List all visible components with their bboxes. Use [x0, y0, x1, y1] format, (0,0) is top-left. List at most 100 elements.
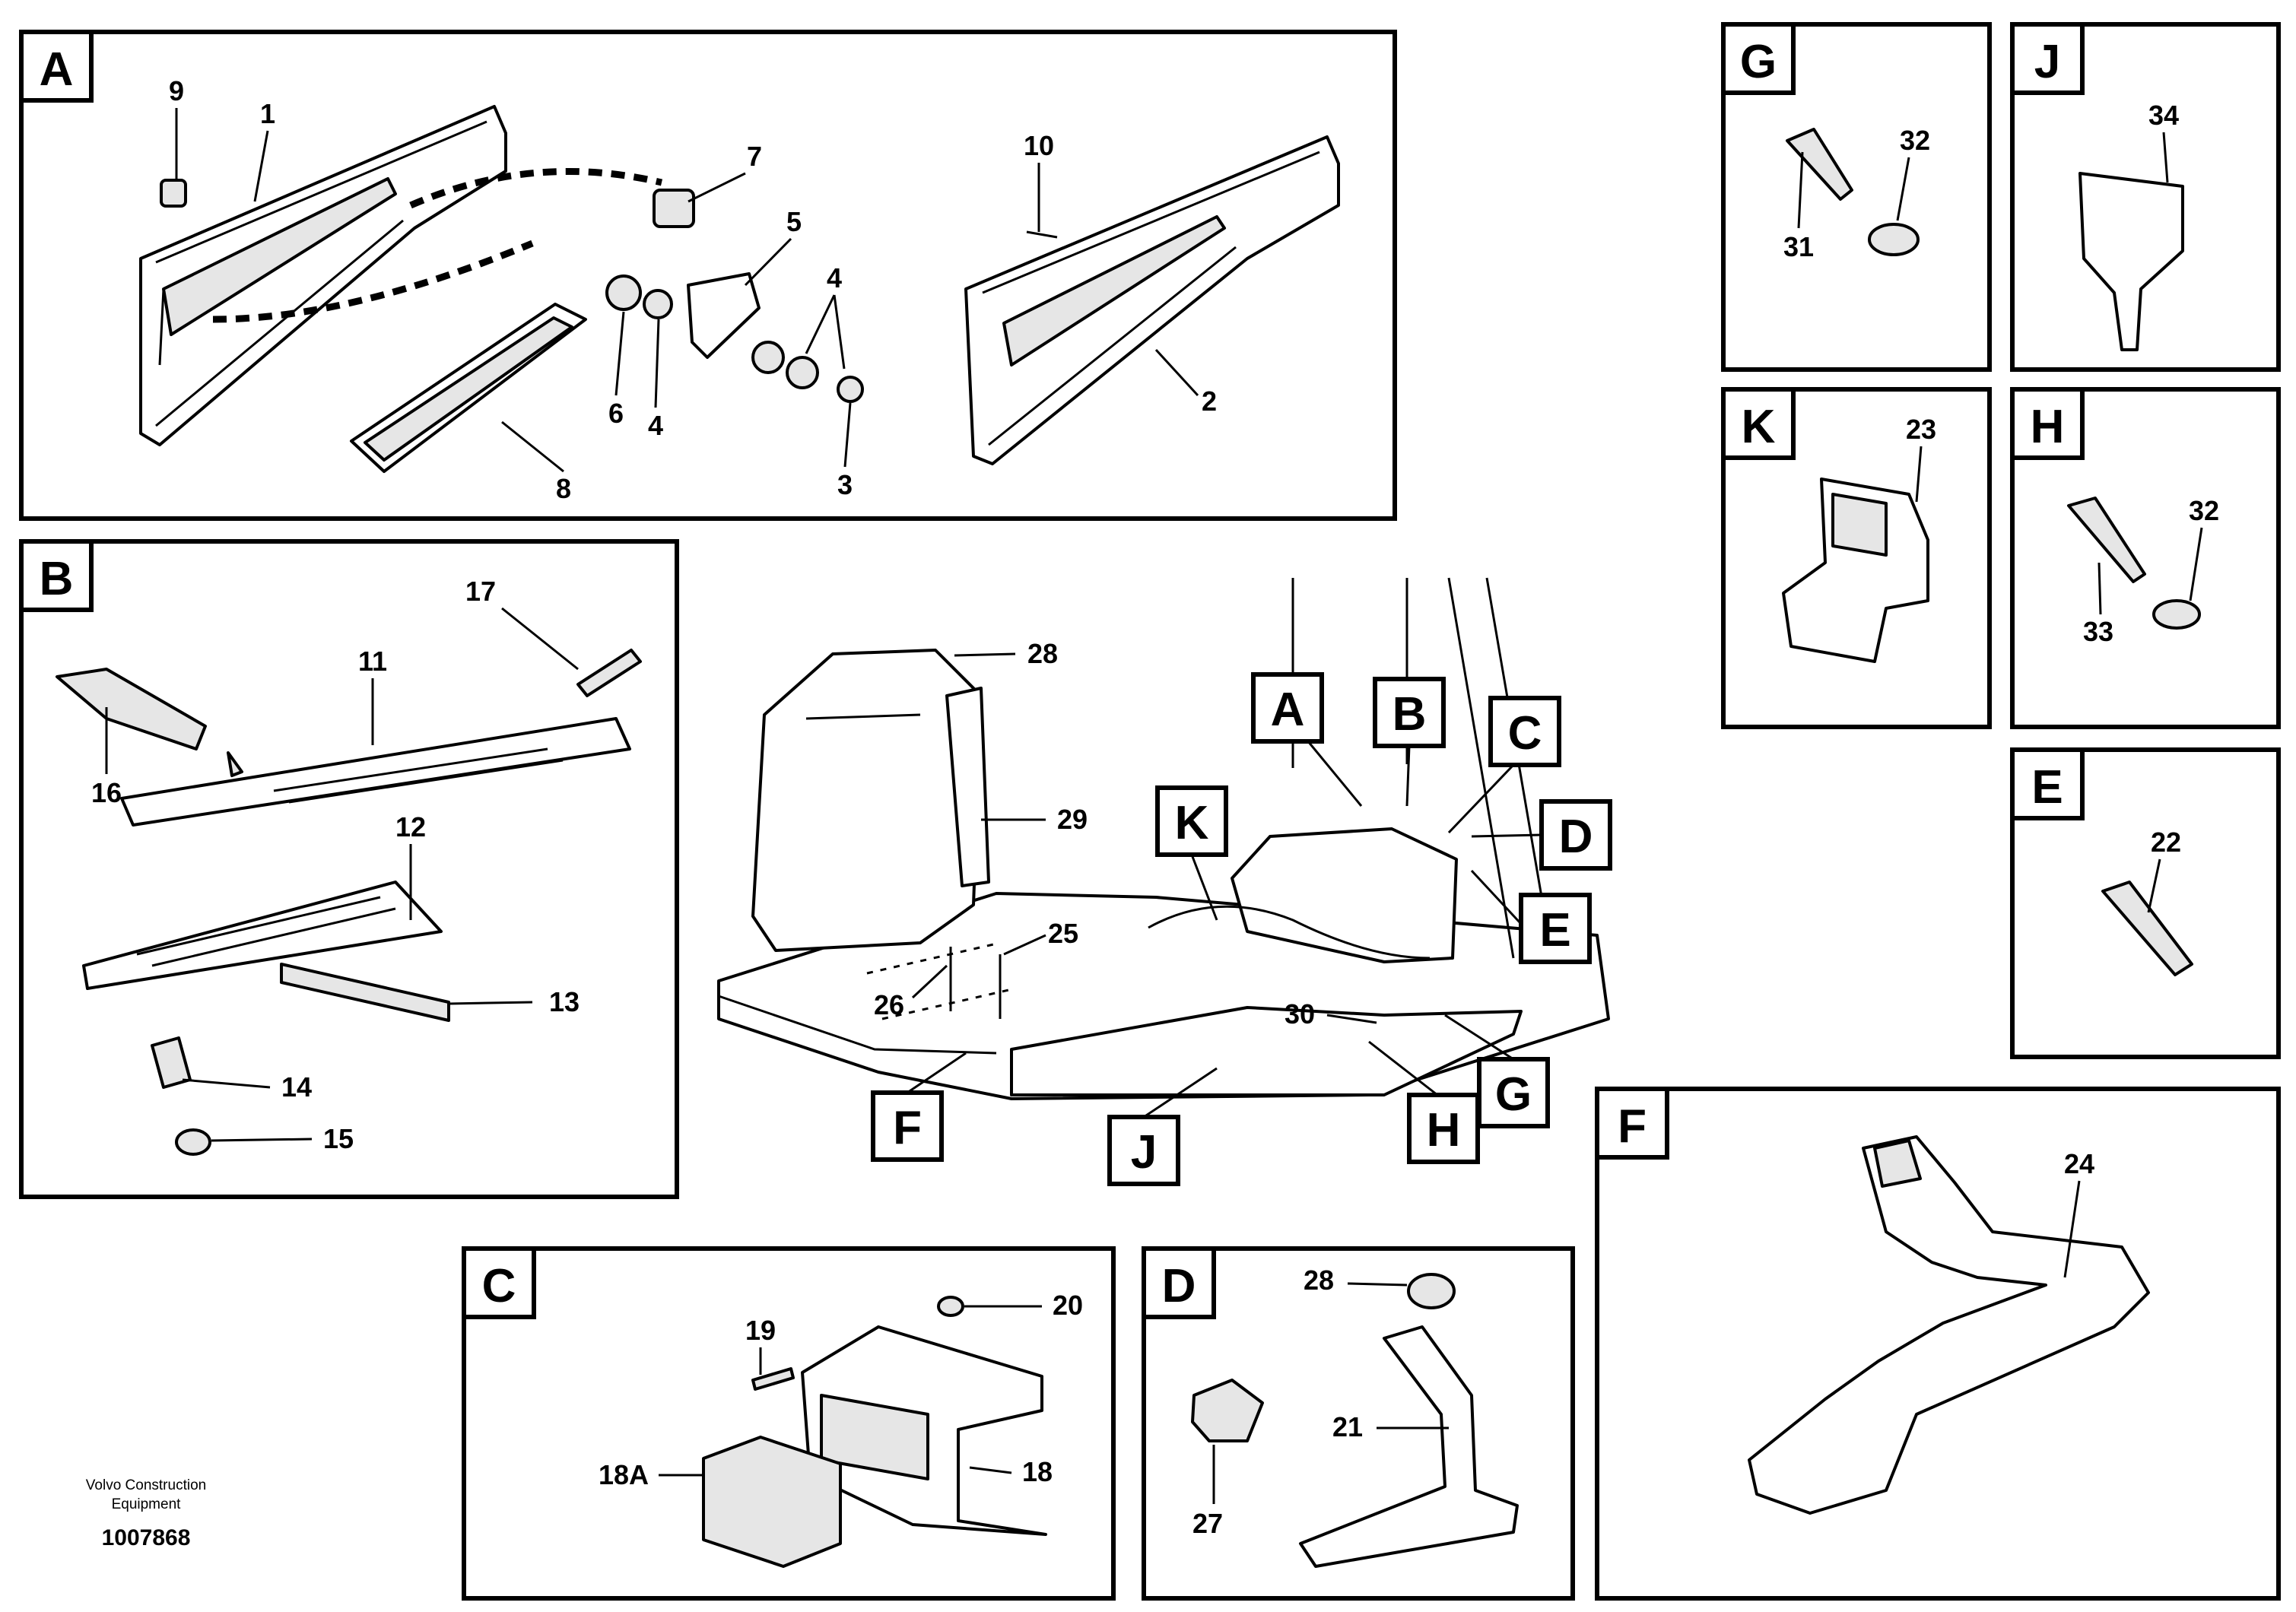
- defroster-duct-21: [1299, 1325, 1519, 1568]
- grille-12: [82, 881, 443, 990]
- washer-20: [937, 1296, 964, 1317]
- bolt-10: [1026, 230, 1058, 239]
- vent-23: [1782, 478, 1929, 663]
- duct-piece-34: [2078, 172, 2184, 351]
- screw-22: [2101, 881, 2193, 976]
- washer-6: [605, 274, 642, 311]
- part-label: 32: [1900, 125, 1930, 156]
- callout-k[interactable]: [1155, 785, 1228, 857]
- company-line-2: Equipment: [112, 1496, 182, 1512]
- part-label: 5: [786, 206, 802, 237]
- part-label: 17: [465, 576, 496, 607]
- section-a-label: A: [40, 43, 74, 96]
- part-label: 4: [648, 410, 663, 441]
- floor-bolts: [949, 947, 1002, 1019]
- part-label: 33: [2083, 616, 2113, 647]
- part-label: 13: [549, 986, 580, 1017]
- callout-d-label: D: [1559, 811, 1593, 863]
- section-c: C 19 20 18 18A: [462, 1246, 1116, 1601]
- callout-c-label: C: [1508, 707, 1542, 760]
- part-label: 22: [2151, 827, 2181, 858]
- part-label: 18A: [599, 1459, 649, 1490]
- part-label: 31: [1783, 231, 1814, 262]
- callout-e-label: E: [1539, 904, 1570, 957]
- part-label: 9: [169, 75, 184, 106]
- screw-19: [751, 1367, 795, 1391]
- callout-d[interactable]: [1539, 799, 1612, 871]
- nut-3: [837, 376, 864, 403]
- bolt-33: [2067, 497, 2146, 583]
- sealant-tube-16: [56, 668, 207, 750]
- part-label: 11: [358, 646, 387, 677]
- section-h: H 32 33: [2010, 387, 2281, 729]
- grille-11: [120, 717, 631, 827]
- nut-9: [160, 179, 187, 208]
- part-label: 19: [745, 1315, 776, 1346]
- part-label: 18: [1022, 1456, 1053, 1487]
- washer-32b: [2152, 599, 2201, 630]
- bolt-31: [1786, 128, 1853, 201]
- bracket-5: [687, 272, 761, 359]
- part-label: 23: [1906, 414, 1936, 445]
- callout-j-label: J: [1131, 1126, 1157, 1179]
- section-b: B 17 11 16 12 13 14 15: [19, 539, 679, 1199]
- drawing-number: 1007868: [102, 1525, 191, 1550]
- operator-seat: [751, 649, 983, 952]
- section-g: G 32 31: [1721, 22, 1992, 372]
- section-f: F 24: [1595, 1087, 2281, 1601]
- company-line-1: Volvo Construction: [86, 1477, 206, 1493]
- callout-a[interactable]: [1251, 672, 1324, 744]
- part-label: 6: [608, 398, 624, 429]
- floor-duct-24: [1748, 1135, 2150, 1515]
- part-label: 2: [1202, 386, 1217, 417]
- part-label: 34: [2148, 100, 2179, 131]
- strip-13: [280, 963, 450, 1022]
- callout-h[interactable]: [1407, 1093, 1480, 1164]
- part-label: 29: [1057, 804, 1088, 835]
- part-label: 21: [1332, 1411, 1363, 1442]
- part-label: 4: [827, 262, 842, 294]
- callout-c[interactable]: [1488, 696, 1561, 767]
- part-label: 10: [1024, 130, 1054, 161]
- washer-15: [175, 1128, 211, 1156]
- part-label: 28: [1304, 1265, 1334, 1296]
- callout-a-label: A: [1271, 684, 1305, 736]
- section-f-label: F: [1618, 1100, 1647, 1153]
- part-label: 25: [1048, 918, 1078, 949]
- adapter-27: [1191, 1379, 1264, 1442]
- section-b-label: B: [40, 553, 74, 605]
- part-label: 26: [874, 989, 904, 1020]
- part-label: 8: [556, 473, 571, 504]
- part-label: 1: [260, 98, 275, 129]
- part-label: 28: [1027, 638, 1058, 669]
- part-label: 7: [747, 141, 762, 172]
- part-label: 16: [91, 777, 122, 808]
- cap-28: [1407, 1273, 1456, 1309]
- callout-f[interactable]: [871, 1090, 944, 1162]
- section-j-label: J: [2034, 36, 2060, 88]
- part-label: 12: [395, 811, 426, 842]
- callout-e[interactable]: [1519, 893, 1592, 964]
- fitting-7: [653, 189, 695, 228]
- section-g-label: G: [1740, 36, 1777, 88]
- callout-b[interactable]: [1373, 677, 1446, 748]
- part-label: 15: [323, 1123, 354, 1154]
- section-e-label: E: [2031, 761, 2063, 814]
- callout-h-label: H: [1427, 1104, 1461, 1157]
- section-e: E 22: [2010, 747, 2281, 1059]
- callout-g[interactable]: [1477, 1057, 1550, 1128]
- filter-8: [350, 303, 587, 473]
- washer-32: [1868, 223, 1920, 256]
- section-c-label: C: [482, 1260, 516, 1312]
- section-j: J 34: [2010, 22, 2281, 372]
- section-d: D 28 21 27: [1142, 1246, 1575, 1601]
- callout-b-label: B: [1393, 688, 1427, 741]
- air-duct-panel-right: [964, 135, 1340, 465]
- part-label: 14: [281, 1071, 312, 1103]
- callout-k-label: K: [1175, 797, 1209, 849]
- section-h-label: H: [2031, 401, 2065, 453]
- footer: Volvo Construction Equipment 1007868: [86, 1477, 206, 1550]
- part-label: 30: [1285, 998, 1315, 1030]
- washer-4b: [786, 356, 819, 389]
